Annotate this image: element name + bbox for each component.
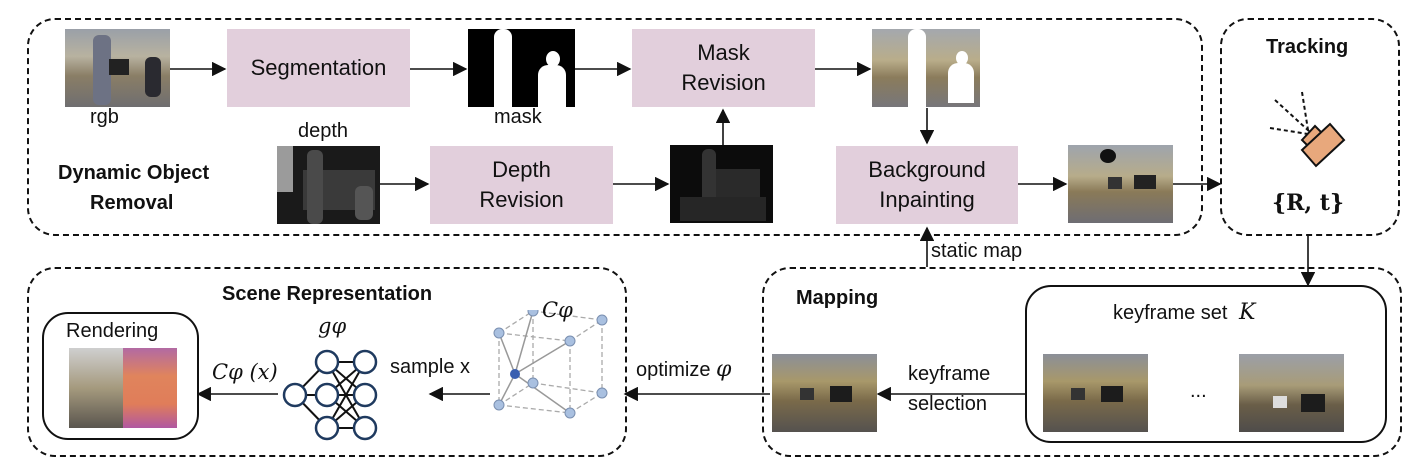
mlp-node — [352, 349, 378, 375]
rendering-label: Rendering — [66, 320, 159, 342]
mask-label: mask — [494, 106, 542, 128]
grid-label: Cφ — [542, 298, 573, 322]
keyframe-image-last — [1239, 354, 1344, 432]
optimize-text: optimize — [636, 359, 711, 381]
tracking-panel — [1220, 18, 1400, 236]
depth-image — [277, 146, 380, 224]
keyframe-ellipsis: ... — [1190, 380, 1207, 402]
depth-label: depth — [298, 120, 349, 142]
background-inpainting-box: Background Inpainting — [836, 146, 1018, 224]
revised-depth-image — [670, 145, 773, 223]
segmentation-box: Segmentation — [227, 29, 410, 107]
grid-node — [564, 407, 576, 419]
grid-node — [493, 327, 505, 339]
rgb-label: rgb — [90, 106, 119, 128]
scene-representation-title: Scene Representation — [222, 283, 433, 305]
segmentation-label: Segmentation — [250, 55, 387, 80]
keyframe-selection-label-2: selection — [908, 393, 987, 415]
background-inpainting-label-2: Inpainting — [879, 187, 975, 212]
mask-image — [468, 29, 575, 107]
keyframe-image-first — [1043, 354, 1148, 432]
static-map-label: static map — [931, 240, 1023, 262]
mlp-node — [352, 382, 378, 408]
camera-icon — [1269, 91, 1346, 168]
background-inpainting-label-1: Background — [868, 157, 986, 182]
mlp-node — [282, 382, 308, 408]
dynamic-object-removal-title-1: Dynamic Object — [58, 162, 210, 184]
grid-node — [527, 377, 539, 389]
optimize-label: optimize φ — [636, 357, 731, 382]
mlp-node — [314, 415, 340, 441]
grid-node — [493, 399, 505, 411]
depth-revision-box: Depth Revision — [430, 146, 613, 224]
mask-revision-box: Mask Revision — [632, 29, 815, 107]
dynamic-object-removal-panel — [27, 18, 1203, 236]
inpainted-image — [1068, 145, 1173, 223]
grid-node — [596, 387, 608, 399]
mask-revision-label-2: Revision — [681, 70, 766, 95]
keyframe-set-symbol: K — [1239, 300, 1256, 325]
grid-node — [564, 335, 576, 347]
pose-formula: {R, t} — [1272, 190, 1345, 216]
mask-revision-label-1: Mask — [697, 40, 750, 65]
masked-rgb-image — [872, 29, 980, 107]
mapping-title: Mapping — [796, 287, 879, 309]
scene-representation-panel — [27, 267, 627, 457]
optimize-symbol: φ — [716, 357, 732, 382]
sample-label: sample x — [390, 356, 471, 378]
mapping-panel — [762, 267, 1402, 457]
dynamic-object-removal-title-2: Removal — [90, 192, 174, 214]
mlp-node — [314, 382, 340, 408]
sample-point — [510, 369, 520, 379]
network-label: gφ — [318, 314, 347, 338]
depth-revision-label-1: Depth — [492, 157, 551, 182]
mlp-network — [282, 349, 378, 441]
mlp-node — [352, 415, 378, 441]
feature-grid — [493, 310, 608, 419]
grid-node — [527, 310, 539, 317]
depth-revision-label-2: Revision — [479, 187, 564, 212]
keyframe-set-text: keyframe set — [1113, 302, 1228, 324]
keyframe-selection-label-1: keyframe — [908, 363, 991, 385]
rgb-image — [65, 29, 170, 107]
mlp-node — [314, 349, 340, 375]
grid-node — [596, 314, 608, 326]
color-function-label: Cφ (x) — [212, 360, 278, 384]
tracking-title: Tracking — [1266, 36, 1349, 58]
selected-keyframe-image — [772, 354, 877, 432]
keyframe-set-label: keyframe set K — [1113, 300, 1255, 325]
rendering-image — [69, 348, 177, 428]
